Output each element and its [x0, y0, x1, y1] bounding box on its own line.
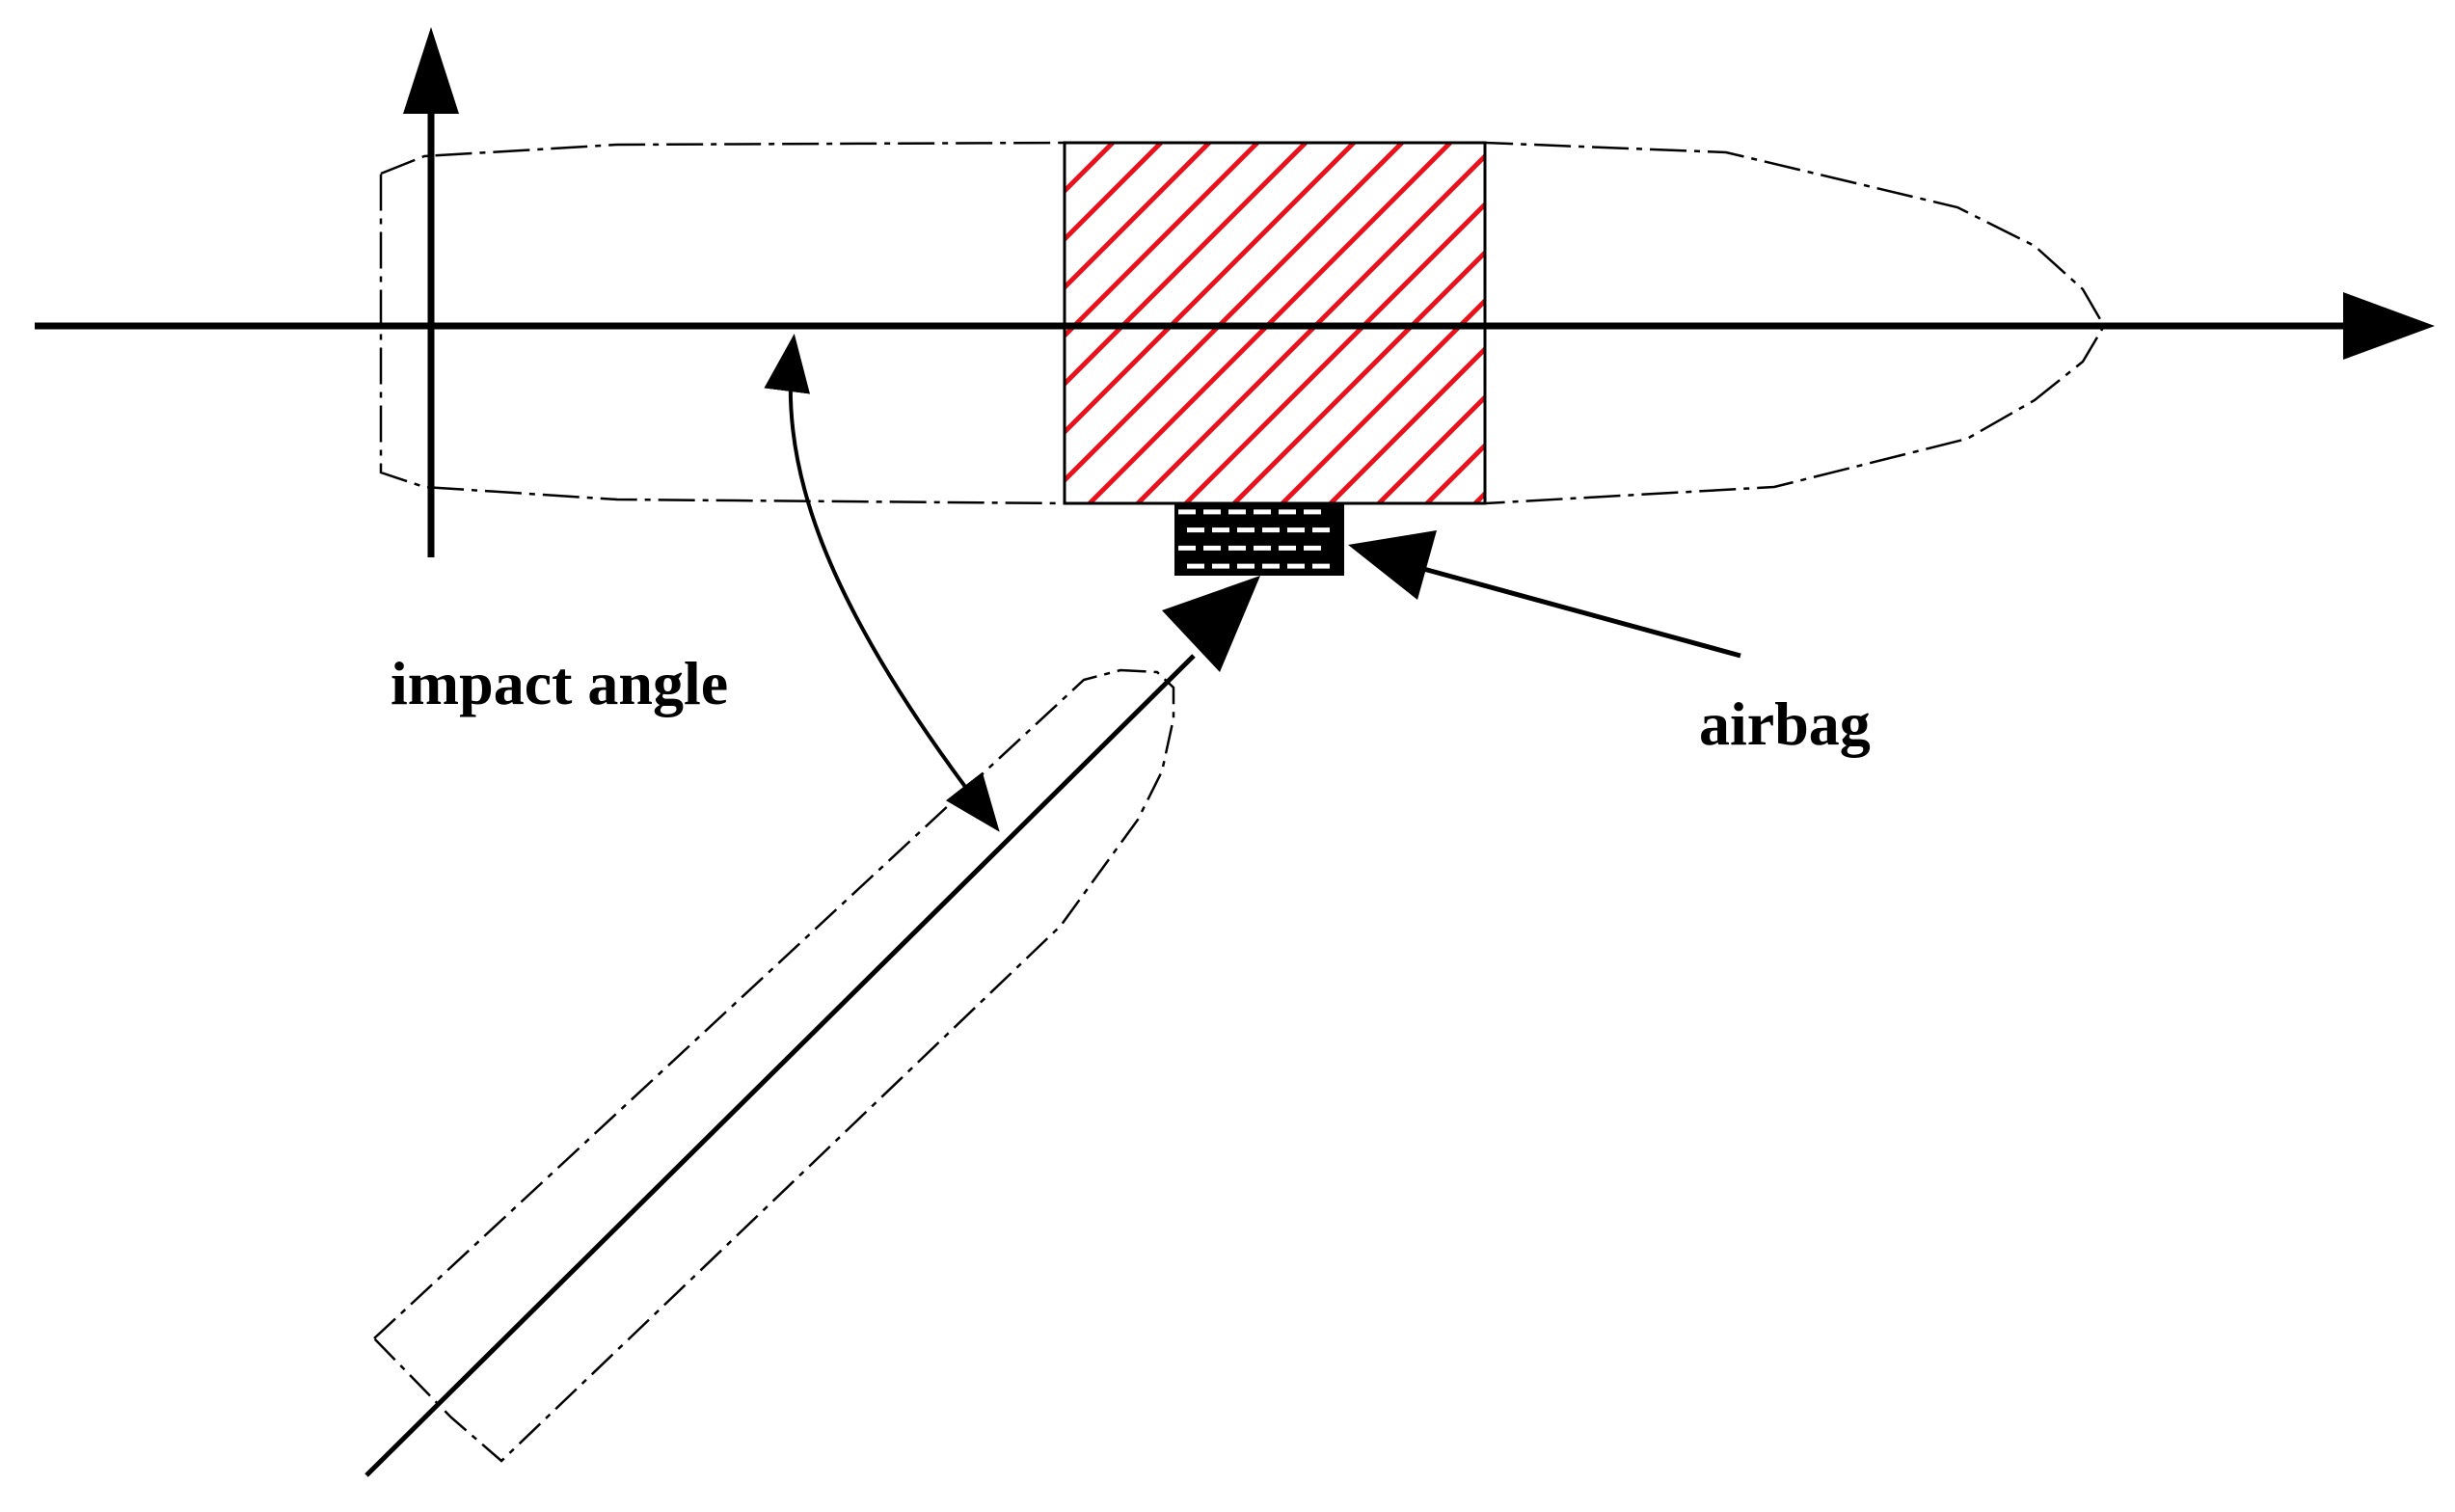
airbag-brick — [1187, 563, 1204, 569]
airbag-brick — [1228, 545, 1246, 551]
airbag-brick — [1178, 509, 1196, 515]
airbag-brick — [1203, 509, 1221, 515]
airbag-brick — [1304, 545, 1321, 551]
airbag-brick — [1212, 563, 1229, 569]
airbag-brick — [1312, 527, 1330, 533]
airbag-brick — [1237, 563, 1254, 569]
airbag-brick — [1212, 527, 1229, 533]
striking-ship-hull — [372, 668, 1175, 1463]
airbag-brick — [1262, 563, 1280, 569]
hatch-line — [1377, 393, 1485, 503]
striking-ship-centerline — [364, 576, 1260, 1477]
airbag-brick — [1312, 563, 1330, 569]
impact-angle-arc — [764, 334, 1000, 832]
impact-angle-label: impact angle — [391, 649, 728, 717]
x-axis — [35, 292, 2435, 360]
airbag-brick — [1178, 545, 1196, 551]
y-axis — [403, 27, 459, 557]
airbag-brick — [1279, 545, 1296, 551]
airbag-pointer-arrow — [1348, 530, 1741, 659]
airbag-brick — [1203, 545, 1221, 551]
airbag-brick — [1228, 509, 1246, 515]
airbag-brick — [1287, 563, 1305, 569]
hatch-line — [1065, 143, 1163, 243]
hatch-line — [1065, 143, 1211, 291]
airbag-brick — [1262, 527, 1280, 533]
airbag-brick — [1237, 527, 1254, 533]
airbag-icon — [1174, 503, 1344, 576]
airbag-brick — [1279, 509, 1296, 515]
airbag-label: airbag — [1699, 689, 1871, 758]
airbag-brick — [1187, 527, 1204, 533]
hatch-line — [1329, 345, 1485, 503]
airbag-brick — [1287, 527, 1305, 533]
airbag-brick — [1304, 509, 1321, 515]
airbag-brick — [1254, 509, 1271, 515]
airbag-brick — [1254, 545, 1271, 551]
